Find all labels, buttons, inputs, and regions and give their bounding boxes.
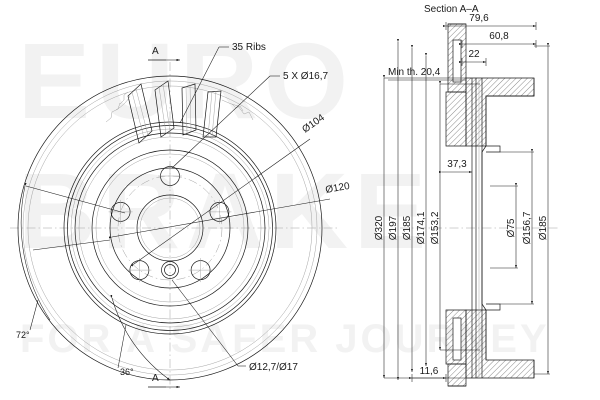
dim-185-right-label: Ø185 — [538, 215, 549, 240]
section-marker-top-label: A — [152, 46, 159, 57]
dim-22: 22 — [458, 49, 487, 66]
dim-11-6-label: 11,6 — [420, 366, 439, 377]
section-flange-step-top — [486, 145, 501, 153]
dim-185-left-label: Ø185 — [402, 215, 413, 240]
section-hub-pocket-top — [452, 39, 462, 83]
section-hub-pocket-bottom — [452, 317, 462, 361]
outer-circle-dimension: Ø120 — [108, 181, 351, 239]
angle-72-dimension: 72° — [16, 182, 126, 340]
bolt-hole — [188, 258, 213, 283]
ribs-label: 35 Ribs — [232, 42, 266, 53]
section-hat-top — [445, 91, 467, 147]
dim-11-6: 11,6 — [408, 366, 447, 382]
section-line-a: A — [148, 46, 180, 62]
dim-156-7: Ø156,7 — [500, 148, 534, 305]
center-bore-inner — [139, 197, 201, 259]
vane — [202, 90, 222, 138]
center-bore — [136, 194, 204, 262]
angle-36-label: 36° — [120, 367, 134, 377]
vane — [181, 83, 197, 136]
dim-197-label: Ø197 — [388, 215, 399, 240]
dim-174-1: Ø174,1 — [416, 52, 428, 367]
dim-60-8-label: 60,8 — [489, 31, 509, 42]
bolt-holes-label: 5 X Ø16,7 — [283, 71, 328, 82]
cooling-vanes — [105, 80, 254, 144]
dim-60-8: 60,8 — [458, 31, 537, 48]
section-outer-profile — [481, 96, 487, 360]
center-hole-label: Ø12,7/Ø17 — [249, 362, 298, 373]
min-thickness-label: Min th. 20,4 — [388, 67, 441, 78]
bolt-hole — [127, 258, 152, 283]
bolt-hole-group — [108, 164, 232, 283]
front-view: A A 35 Ribs 5 X Ø16,7 Ø10 — [10, 42, 351, 392]
dim-79-6-label: 79,6 — [469, 13, 489, 24]
bolt-hole — [158, 164, 182, 188]
dim-153-2-label: Ø153,2 — [430, 211, 441, 244]
dim-185-left: Ø185 — [402, 44, 414, 373]
ribs-callout: 35 Ribs — [179, 42, 266, 124]
bolt-circle-phantom — [117, 175, 223, 281]
bolt-holes-callout: 5 X Ø16,7 — [171, 71, 328, 169]
center-locating-hole — [161, 261, 179, 279]
outer-circle-label: Ø120 — [325, 181, 351, 196]
dim-22-label: 22 — [468, 49, 480, 60]
section-title: Section A–A — [424, 4, 479, 15]
angle-72-label: 72° — [16, 330, 30, 340]
angle-36-dimension: 36° — [110, 294, 171, 381]
vane — [154, 80, 175, 138]
bolt-hole — [207, 199, 232, 224]
dim-320-label: Ø320 — [374, 215, 385, 240]
vane — [127, 83, 153, 144]
dim-153-2: Ø153,2 — [430, 80, 480, 351]
dim-37-3-label: 37,3 — [447, 159, 467, 170]
center-hole-callout: Ø12,7/Ø17 — [171, 279, 298, 373]
dim-37-3: 37,3 — [438, 159, 473, 174]
watermark-line2: BRAKE — [18, 150, 432, 271]
section-marker-bottom-label: A — [152, 373, 159, 384]
dim-174-1-label: Ø174,1 — [416, 211, 427, 244]
dim-156-7-label: Ø156,7 — [522, 211, 533, 244]
section-flange-step-bottom — [486, 303, 501, 311]
dim-185-right: Ø185 — [534, 42, 550, 375]
section-view: Section A–A — [374, 4, 560, 387]
section-hub-wall-bottom — [447, 363, 467, 387]
dim-197: Ø197 — [388, 38, 400, 381]
dim-79-6: 79,6 — [442, 13, 537, 30]
dim-75: Ø75 — [490, 182, 518, 269]
dim-75-label: Ø75 — [506, 218, 517, 237]
